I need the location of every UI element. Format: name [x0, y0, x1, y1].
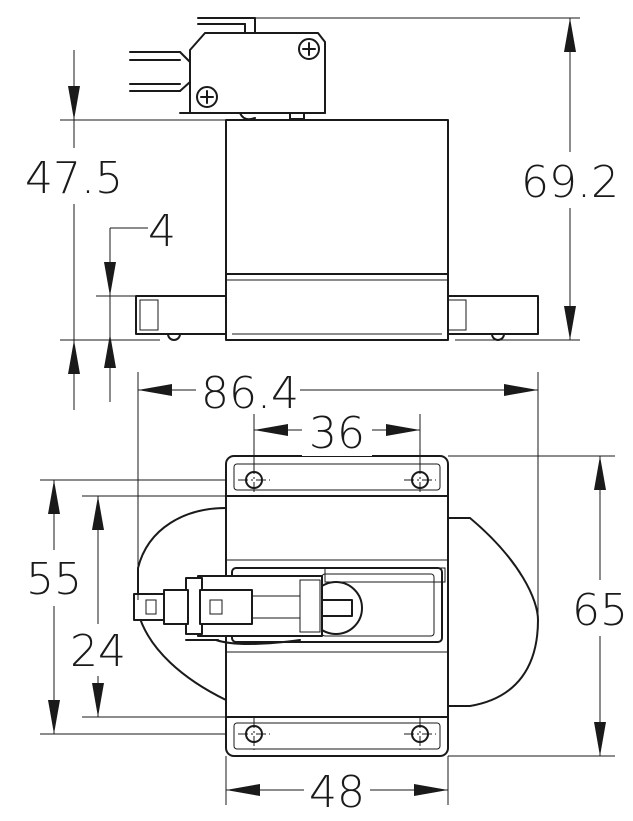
screw-head-icon: [298, 38, 320, 60]
side-microswitch: [129, 17, 326, 121]
dimension-65: 65: [448, 455, 630, 757]
dimension-48: 48: [225, 756, 449, 818]
dimension-86-4: 86.4: [137, 364, 539, 620]
dimension-label-69-2: 69.2: [521, 157, 619, 208]
dimension-label-47-5: 47.5: [25, 153, 123, 204]
dimension-55: 55: [24, 479, 226, 735]
dimension-4: 4: [96, 206, 176, 402]
dimension-label-48: 48: [309, 767, 365, 818]
top-view: 86.4 36 65: [24, 364, 630, 818]
dimension-label-36: 36: [309, 408, 365, 459]
dimension-label-86-4: 86.4: [201, 368, 299, 419]
mounting-hole-icon: [237, 463, 271, 497]
dimension-36: 36: [253, 408, 421, 464]
dimension-label-65: 65: [572, 585, 628, 636]
side-flange-right: [447, 295, 539, 341]
dimension-label-4: 4: [148, 206, 176, 257]
dimension-47-5: 47.5: [20, 50, 226, 410]
dimension-label-24: 24: [70, 626, 126, 677]
dimension-24: 24: [68, 495, 226, 718]
side-flange-left: [135, 295, 227, 341]
screw-head-icon: [196, 86, 218, 108]
dimension-69-2: 69.2: [250, 17, 620, 341]
side-housing: [225, 119, 449, 341]
mounting-hole-icon: [403, 463, 437, 497]
dimension-label-55: 55: [26, 554, 82, 605]
top-microswitch: [133, 575, 323, 645]
side-view: 69.2 47.5 4: [20, 17, 620, 410]
